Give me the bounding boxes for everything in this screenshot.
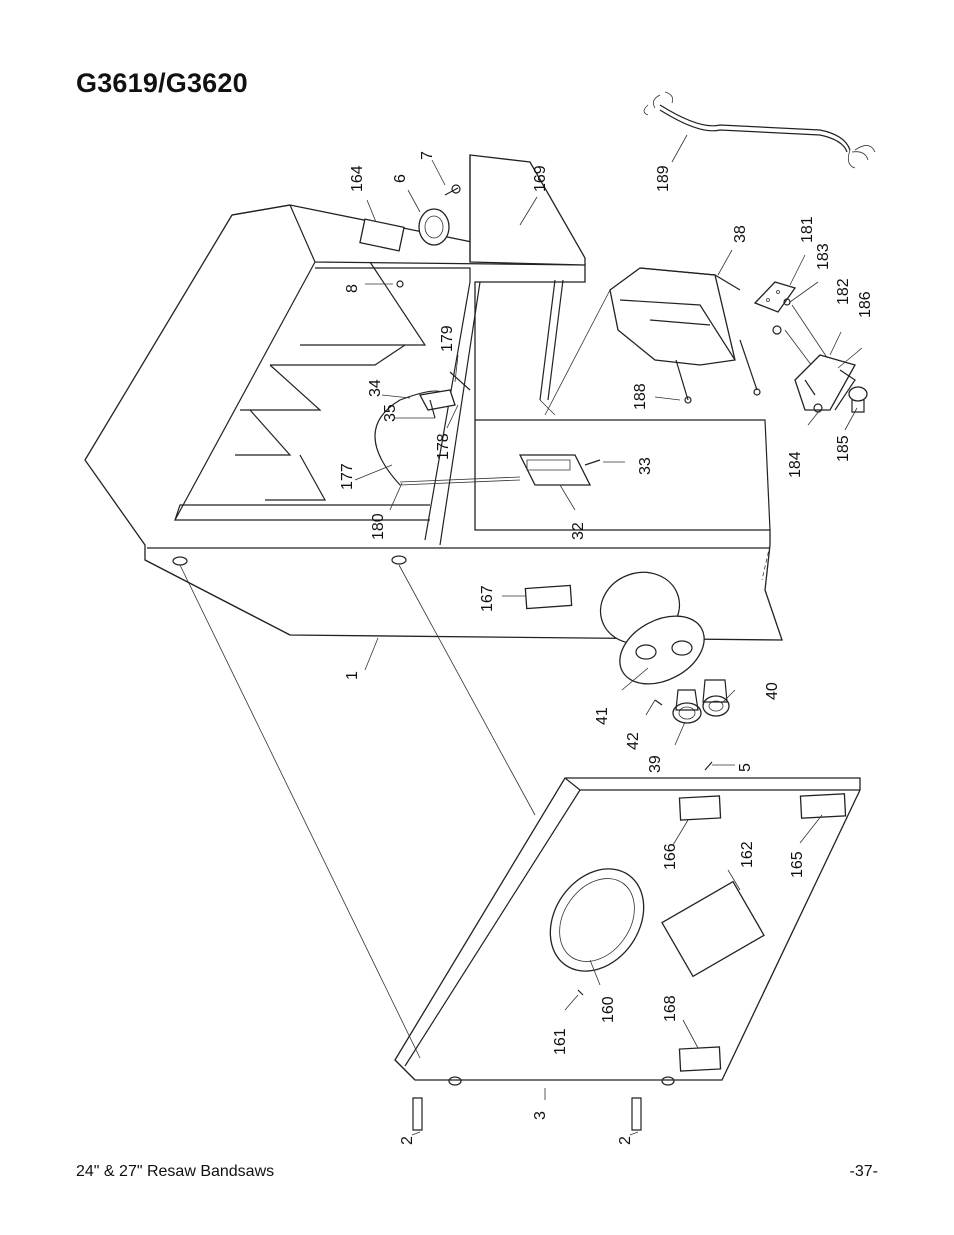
- footer-manual-title: 24" & 27" Resaw Bandsaws: [76, 1163, 275, 1180]
- callout-178: 178: [435, 433, 452, 460]
- callout-179: 179: [439, 325, 456, 352]
- callout-177: 177: [339, 463, 356, 490]
- alignment-lines: [179, 564, 536, 1059]
- callout-168: 168: [662, 995, 679, 1022]
- callout-8: 8: [344, 284, 361, 293]
- callout-188: 188: [632, 383, 649, 410]
- junction-box: [753, 281, 868, 413]
- callout-7: 7: [419, 151, 436, 160]
- callout-35: 35: [382, 404, 399, 422]
- page-title: G3619/G3620: [76, 68, 248, 98]
- callout-160: 160: [600, 996, 617, 1023]
- callout-185: 185: [835, 435, 852, 462]
- callout-186: 186: [857, 291, 874, 318]
- callout-169: 169: [532, 165, 549, 192]
- callout-34: 34: [367, 379, 384, 397]
- callout-181: 181: [799, 216, 816, 243]
- door-panel: [394, 761, 861, 1131]
- callout-162: 162: [739, 841, 756, 868]
- callout-41: 41: [594, 707, 611, 725]
- footer-page-number: -37-: [849, 1163, 878, 1180]
- callout-2-left: 2: [399, 1136, 416, 1145]
- callout-189: 189: [655, 165, 672, 192]
- callout-3: 3: [532, 1111, 549, 1120]
- callout-164: 164: [349, 165, 366, 192]
- leader-lines: [354, 134, 863, 1136]
- callout-165: 165: [789, 851, 806, 878]
- callout-5: 5: [737, 763, 754, 772]
- callout-40: 40: [764, 682, 781, 700]
- callout-33: 33: [637, 457, 654, 475]
- callout-166: 166: [662, 843, 679, 870]
- callout-labels: 189 164 6 7 169 8 38 181 183 182 186 179…: [339, 151, 874, 1145]
- callout-6: 6: [392, 174, 409, 183]
- callout-2-right: 2: [617, 1136, 634, 1145]
- callout-182: 182: [835, 278, 852, 305]
- callout-167: 167: [479, 585, 496, 612]
- callout-1: 1: [344, 671, 361, 680]
- cabinet-body: [84, 154, 783, 641]
- callout-38: 38: [732, 225, 749, 243]
- callout-180: 180: [370, 513, 387, 540]
- dust-port-assembly: [599, 571, 730, 724]
- callout-39: 39: [647, 755, 664, 773]
- callout-42: 42: [625, 732, 642, 750]
- power-cord: [643, 91, 876, 169]
- switch-box: [544, 267, 761, 416]
- callout-32: 32: [570, 522, 587, 540]
- callout-161: 161: [552, 1028, 569, 1055]
- callout-184: 184: [787, 451, 804, 478]
- callout-183: 183: [815, 243, 832, 270]
